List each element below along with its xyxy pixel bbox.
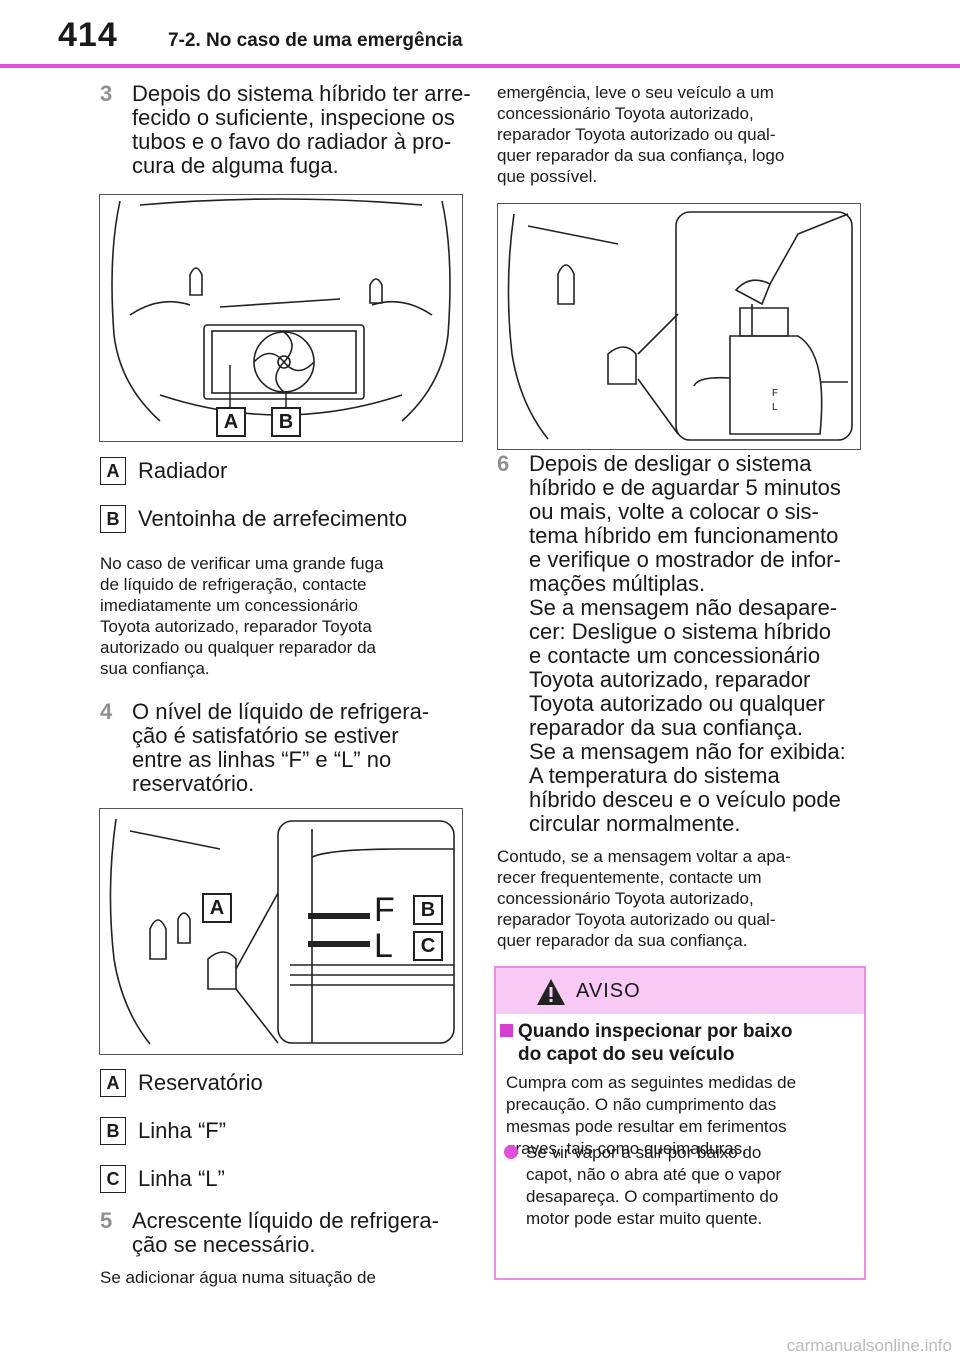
step-3: 3 Depois do sistema híbrido ter arre- fe… xyxy=(100,82,480,182)
footer-watermark: carmanualsonline.info xyxy=(786,1336,952,1355)
legend-label: Linha “F” xyxy=(138,1118,227,1143)
callout-b: B xyxy=(413,895,443,925)
legend-label: Radiador xyxy=(138,458,228,483)
warning-title: AVISO xyxy=(576,980,641,1002)
page-number: 414 xyxy=(58,16,118,54)
section-title: 7-2. No caso de uma emergência xyxy=(168,30,463,51)
legend-key: B xyxy=(100,505,126,533)
note-large-leak: No caso de verificar uma grande fuga de … xyxy=(100,554,384,678)
radiator-illustration xyxy=(111,198,451,422)
step-number: 6 xyxy=(497,451,510,476)
legend-key: C xyxy=(100,1165,126,1193)
step-number: 3 xyxy=(100,81,113,106)
radiator-figure: A B xyxy=(99,194,463,442)
legend-c: C Linha “L” xyxy=(100,1165,460,1193)
legend-label: Ventoinha de arrefecimento xyxy=(138,506,408,531)
level-mark-f: F xyxy=(374,891,395,929)
warning-subtitle: Quando inspecionar por baixo do capot do… xyxy=(518,1021,793,1065)
warning-triangle-icon xyxy=(537,979,565,1005)
round-bullet-icon xyxy=(504,1145,518,1159)
callout-c: C xyxy=(413,931,443,961)
note-emergency-water-cont: emergência, leve o seu veículo a um conc… xyxy=(497,83,785,186)
step-text: Depois de desligar o sistema híbrido e d… xyxy=(529,451,846,836)
callout-a: A xyxy=(202,893,232,923)
legend-label: Linha “L” xyxy=(138,1166,225,1191)
svg-text:L: L xyxy=(772,402,778,413)
legend-a: A Reservatório xyxy=(100,1069,460,1097)
step-text: Depois do sistema híbrido ter arre- feci… xyxy=(132,81,471,178)
legend-b: B Linha “F” xyxy=(100,1117,460,1145)
reservoir-figure: F L A B C xyxy=(99,808,463,1055)
step-5: 5 Acrescente líquido de refrigera- ção s… xyxy=(100,1209,480,1261)
svg-text:F: F xyxy=(772,388,778,399)
step-6: 6 Depois de desligar o sistema híbrido e… xyxy=(497,452,877,838)
header-rule xyxy=(0,64,960,68)
warning-text: Cumpra com as seguintes medidas de preca… xyxy=(506,1073,797,1158)
step-number: 4 xyxy=(100,699,113,724)
legend-b: B Ventoinha de arrefecimento xyxy=(100,505,460,533)
callout-a: A xyxy=(216,407,246,437)
warning-box: AVISO Quando inspecionar por baixo do ca… xyxy=(494,966,866,1280)
legend-label: Reservatório xyxy=(138,1070,263,1095)
level-mark-l: L xyxy=(374,927,393,965)
legend-a: A Radiador xyxy=(100,457,460,485)
note-emergency-water: Se adicionar água numa situação de xyxy=(100,1268,376,1287)
step-4: 4 O nível de líquido de refrigera- ção é… xyxy=(100,700,480,800)
legend-key: A xyxy=(100,457,126,485)
refill-figure: F L xyxy=(497,203,861,450)
step-number: 5 xyxy=(100,1208,113,1233)
legend-key: B xyxy=(100,1117,126,1145)
step-text: Acrescente líquido de refrigera- ção se … xyxy=(132,1208,439,1257)
legend-key: A xyxy=(100,1069,126,1097)
reservoir-illustration xyxy=(109,818,455,1045)
step-text: O nível de líquido de refrigera- ção é s… xyxy=(132,699,430,796)
callout-b: B xyxy=(271,407,301,437)
refill-illustration: F L xyxy=(507,211,853,441)
note-message-recurs: Contudo, se a mensagem voltar a apa- rec… xyxy=(497,847,791,950)
warning-header: AVISO xyxy=(496,968,864,1014)
warning-bullet: Se vir vapor a sair por baixo do capot, … xyxy=(526,1143,782,1228)
square-bullet-icon xyxy=(500,1024,513,1037)
